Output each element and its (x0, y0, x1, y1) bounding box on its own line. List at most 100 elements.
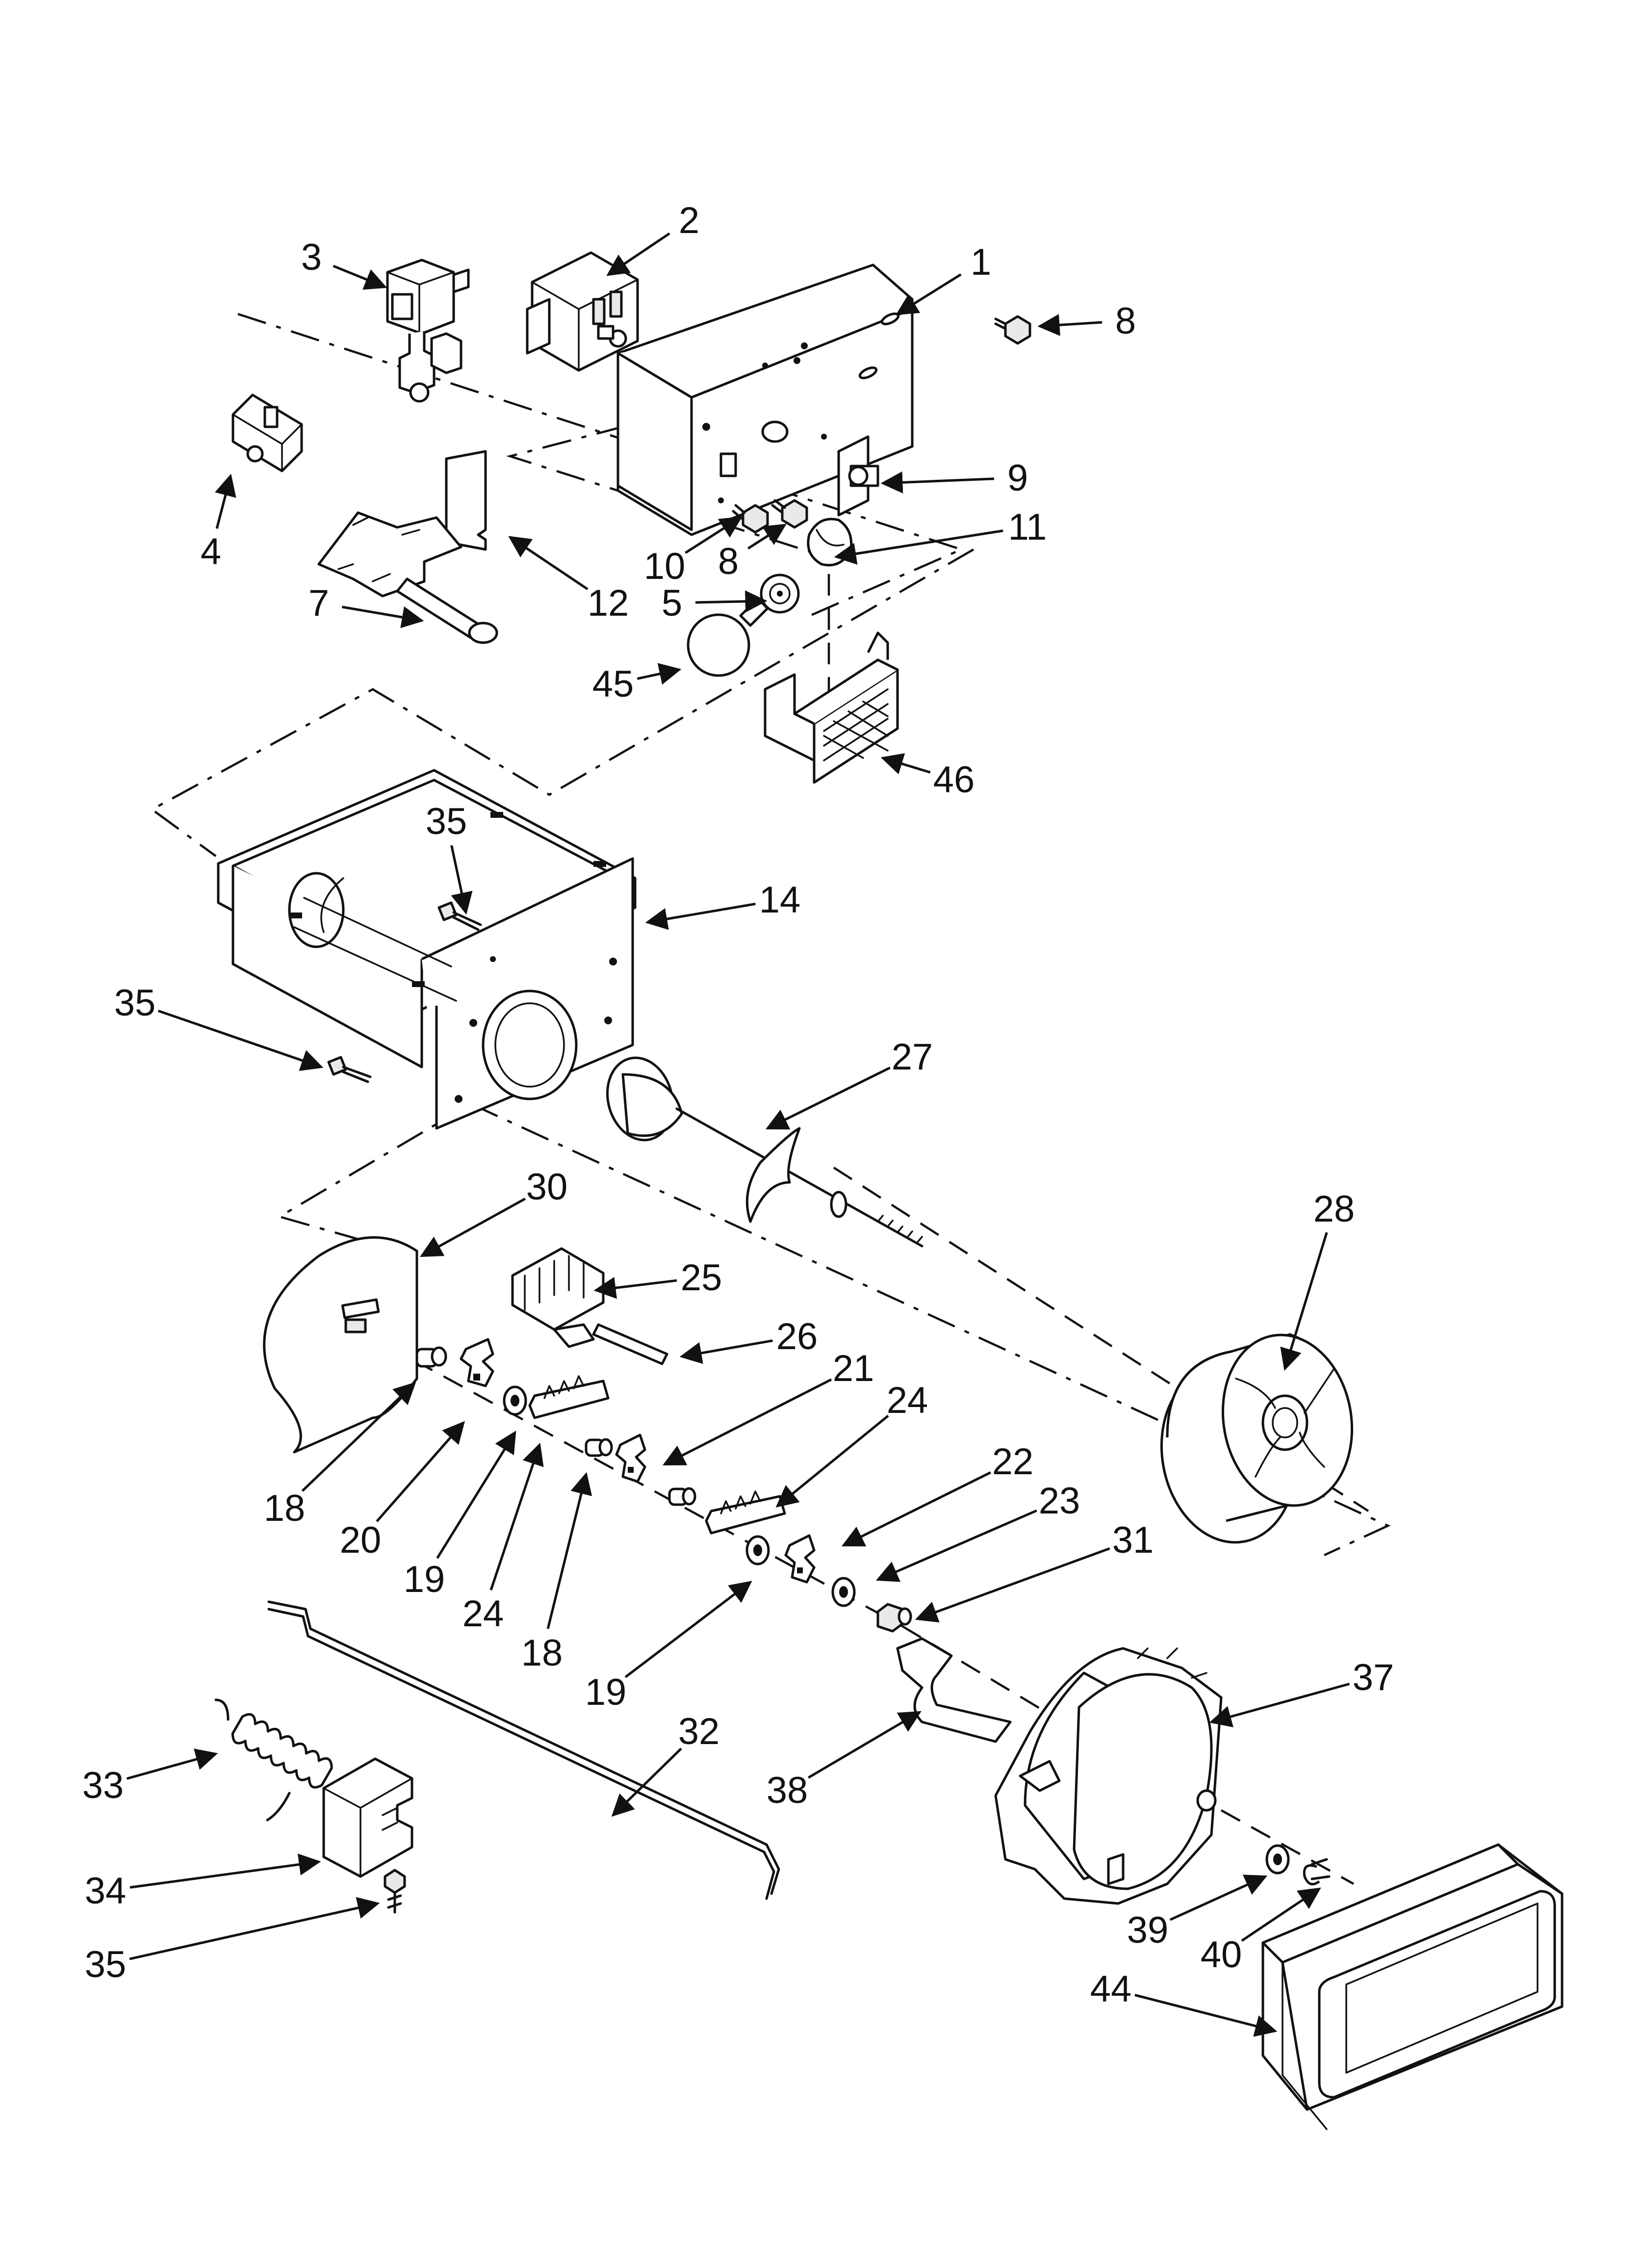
callout-c35b: 35 (114, 982, 156, 1024)
callout-c1: 1 (971, 241, 991, 283)
callout-c14: 14 (759, 879, 801, 921)
callout-c3: 3 (301, 236, 322, 278)
leader-c9 (880, 471, 995, 494)
leader-c8a (1037, 314, 1103, 336)
leader-c23 (875, 1509, 1037, 1582)
leader-c45 (637, 663, 682, 685)
leader-c22 (841, 1471, 991, 1547)
leader-c7 (341, 605, 424, 628)
callout-c25: 25 (681, 1257, 722, 1299)
leader-c26 (679, 1339, 773, 1364)
part-46-grill-cover (764, 631, 899, 784)
callout-c8a: 8 (1115, 300, 1136, 342)
callout-c28: 28 (1313, 1188, 1355, 1230)
callout-c44: 44 (1090, 1968, 1132, 2010)
part-44-motor-cover (1261, 1843, 1564, 2130)
leader-c20 (376, 1421, 465, 1522)
callout-c24a: 24 (887, 1380, 928, 1421)
part-28-drum (1160, 1333, 1354, 1544)
part-34-clip (322, 1757, 413, 1878)
callout-c33: 33 (82, 1765, 124, 1806)
leader-c35c (129, 1897, 380, 1960)
leader-c10 (685, 516, 743, 554)
leader-c11 (834, 529, 1003, 565)
leader-c44 (1134, 1994, 1278, 2037)
leader-c39 (1169, 1875, 1268, 1921)
leader-c32 (611, 1747, 682, 1817)
leader-c4 (215, 473, 236, 529)
part-8-screw-upper (994, 315, 1031, 345)
leader-c18b (546, 1472, 592, 1629)
callout-c12: 12 (588, 582, 629, 624)
callout-c24b: 24 (462, 1593, 504, 1635)
leader-c14 (645, 903, 756, 930)
part-7-actuator-arm (317, 511, 498, 644)
part-9-clip (837, 435, 879, 517)
parts-24-blade-b (705, 1490, 786, 1535)
part-38-bracket (896, 1637, 1012, 1743)
callout-c40: 40 (1201, 1934, 1242, 1976)
leader-c30 (420, 1198, 526, 1257)
callout-c23: 23 (1039, 1480, 1080, 1522)
parts-18-spacer-b (585, 1438, 613, 1457)
leader-c40 (1241, 1887, 1321, 1942)
part-4-bracket (231, 393, 303, 472)
callout-c7: 7 (308, 582, 329, 624)
leader-c46 (880, 753, 931, 775)
callout-c5: 5 (662, 582, 682, 624)
callout-c27: 27 (892, 1036, 933, 1078)
leader-c1 (896, 273, 962, 315)
callout-c30: 30 (526, 1166, 568, 1208)
part-30-cover-plate (263, 1236, 418, 1454)
parts-19-washer-b (745, 1535, 770, 1565)
parts-31-nut (876, 1603, 912, 1633)
callout-c38: 38 (767, 1770, 808, 1811)
callout-c8b: 8 (718, 541, 739, 582)
callout-c20: 20 (340, 1519, 382, 1561)
parts-22-blade (784, 1534, 816, 1584)
callout-c18a: 18 (264, 1487, 306, 1529)
part-45-light-bulb (687, 597, 769, 677)
callout-c2: 2 (679, 200, 699, 241)
callout-c21: 21 (833, 1348, 874, 1389)
part-32-rod (267, 1600, 780, 1900)
parts-19-washer-a (503, 1385, 527, 1416)
callout-c10: 10 (644, 546, 686, 587)
leader-c25 (593, 1277, 677, 1299)
callout-c32: 32 (678, 1711, 720, 1752)
leader-c34 (129, 1853, 321, 1889)
leader-c8b (747, 523, 787, 550)
leader-c24a (775, 1414, 889, 1508)
callout-c22: 22 (992, 1441, 1034, 1483)
callout-c18b: 18 (521, 1632, 563, 1674)
callout-c19b: 19 (585, 1671, 627, 1713)
callout-c45: 45 (592, 663, 634, 705)
part-37-motor (994, 1647, 1223, 1905)
part-14-housing (217, 769, 637, 1130)
parts-21-blade (615, 1434, 646, 1483)
leader-c24b (489, 1442, 544, 1590)
callout-c39: 39 (1127, 1909, 1169, 1951)
part-26-pin (592, 1323, 668, 1365)
leader-c12 (508, 536, 589, 591)
parts-24-blade-a (528, 1375, 610, 1419)
parts-23-washer (831, 1577, 856, 1607)
leader-c19b (624, 1581, 752, 1678)
part-27-auger (606, 1056, 924, 1248)
part-35-screw-bottom (384, 1869, 406, 1914)
callout-c26: 26 (776, 1316, 818, 1357)
leader-c33 (126, 1748, 218, 1780)
callout-c11: 11 (1008, 506, 1047, 548)
leader-c2 (606, 232, 670, 276)
part-40-eclip (1303, 1858, 1331, 1886)
callout-c4: 4 (201, 531, 221, 573)
callout-c19a: 19 (404, 1559, 445, 1600)
part-25-crusher-block (511, 1247, 605, 1348)
callout-c34: 34 (85, 1870, 127, 1912)
leader-c18a (301, 1382, 416, 1492)
leader-c28 (1280, 1232, 1328, 1371)
parts-18-spacer-c (668, 1487, 696, 1506)
leader-c5 (695, 590, 768, 613)
